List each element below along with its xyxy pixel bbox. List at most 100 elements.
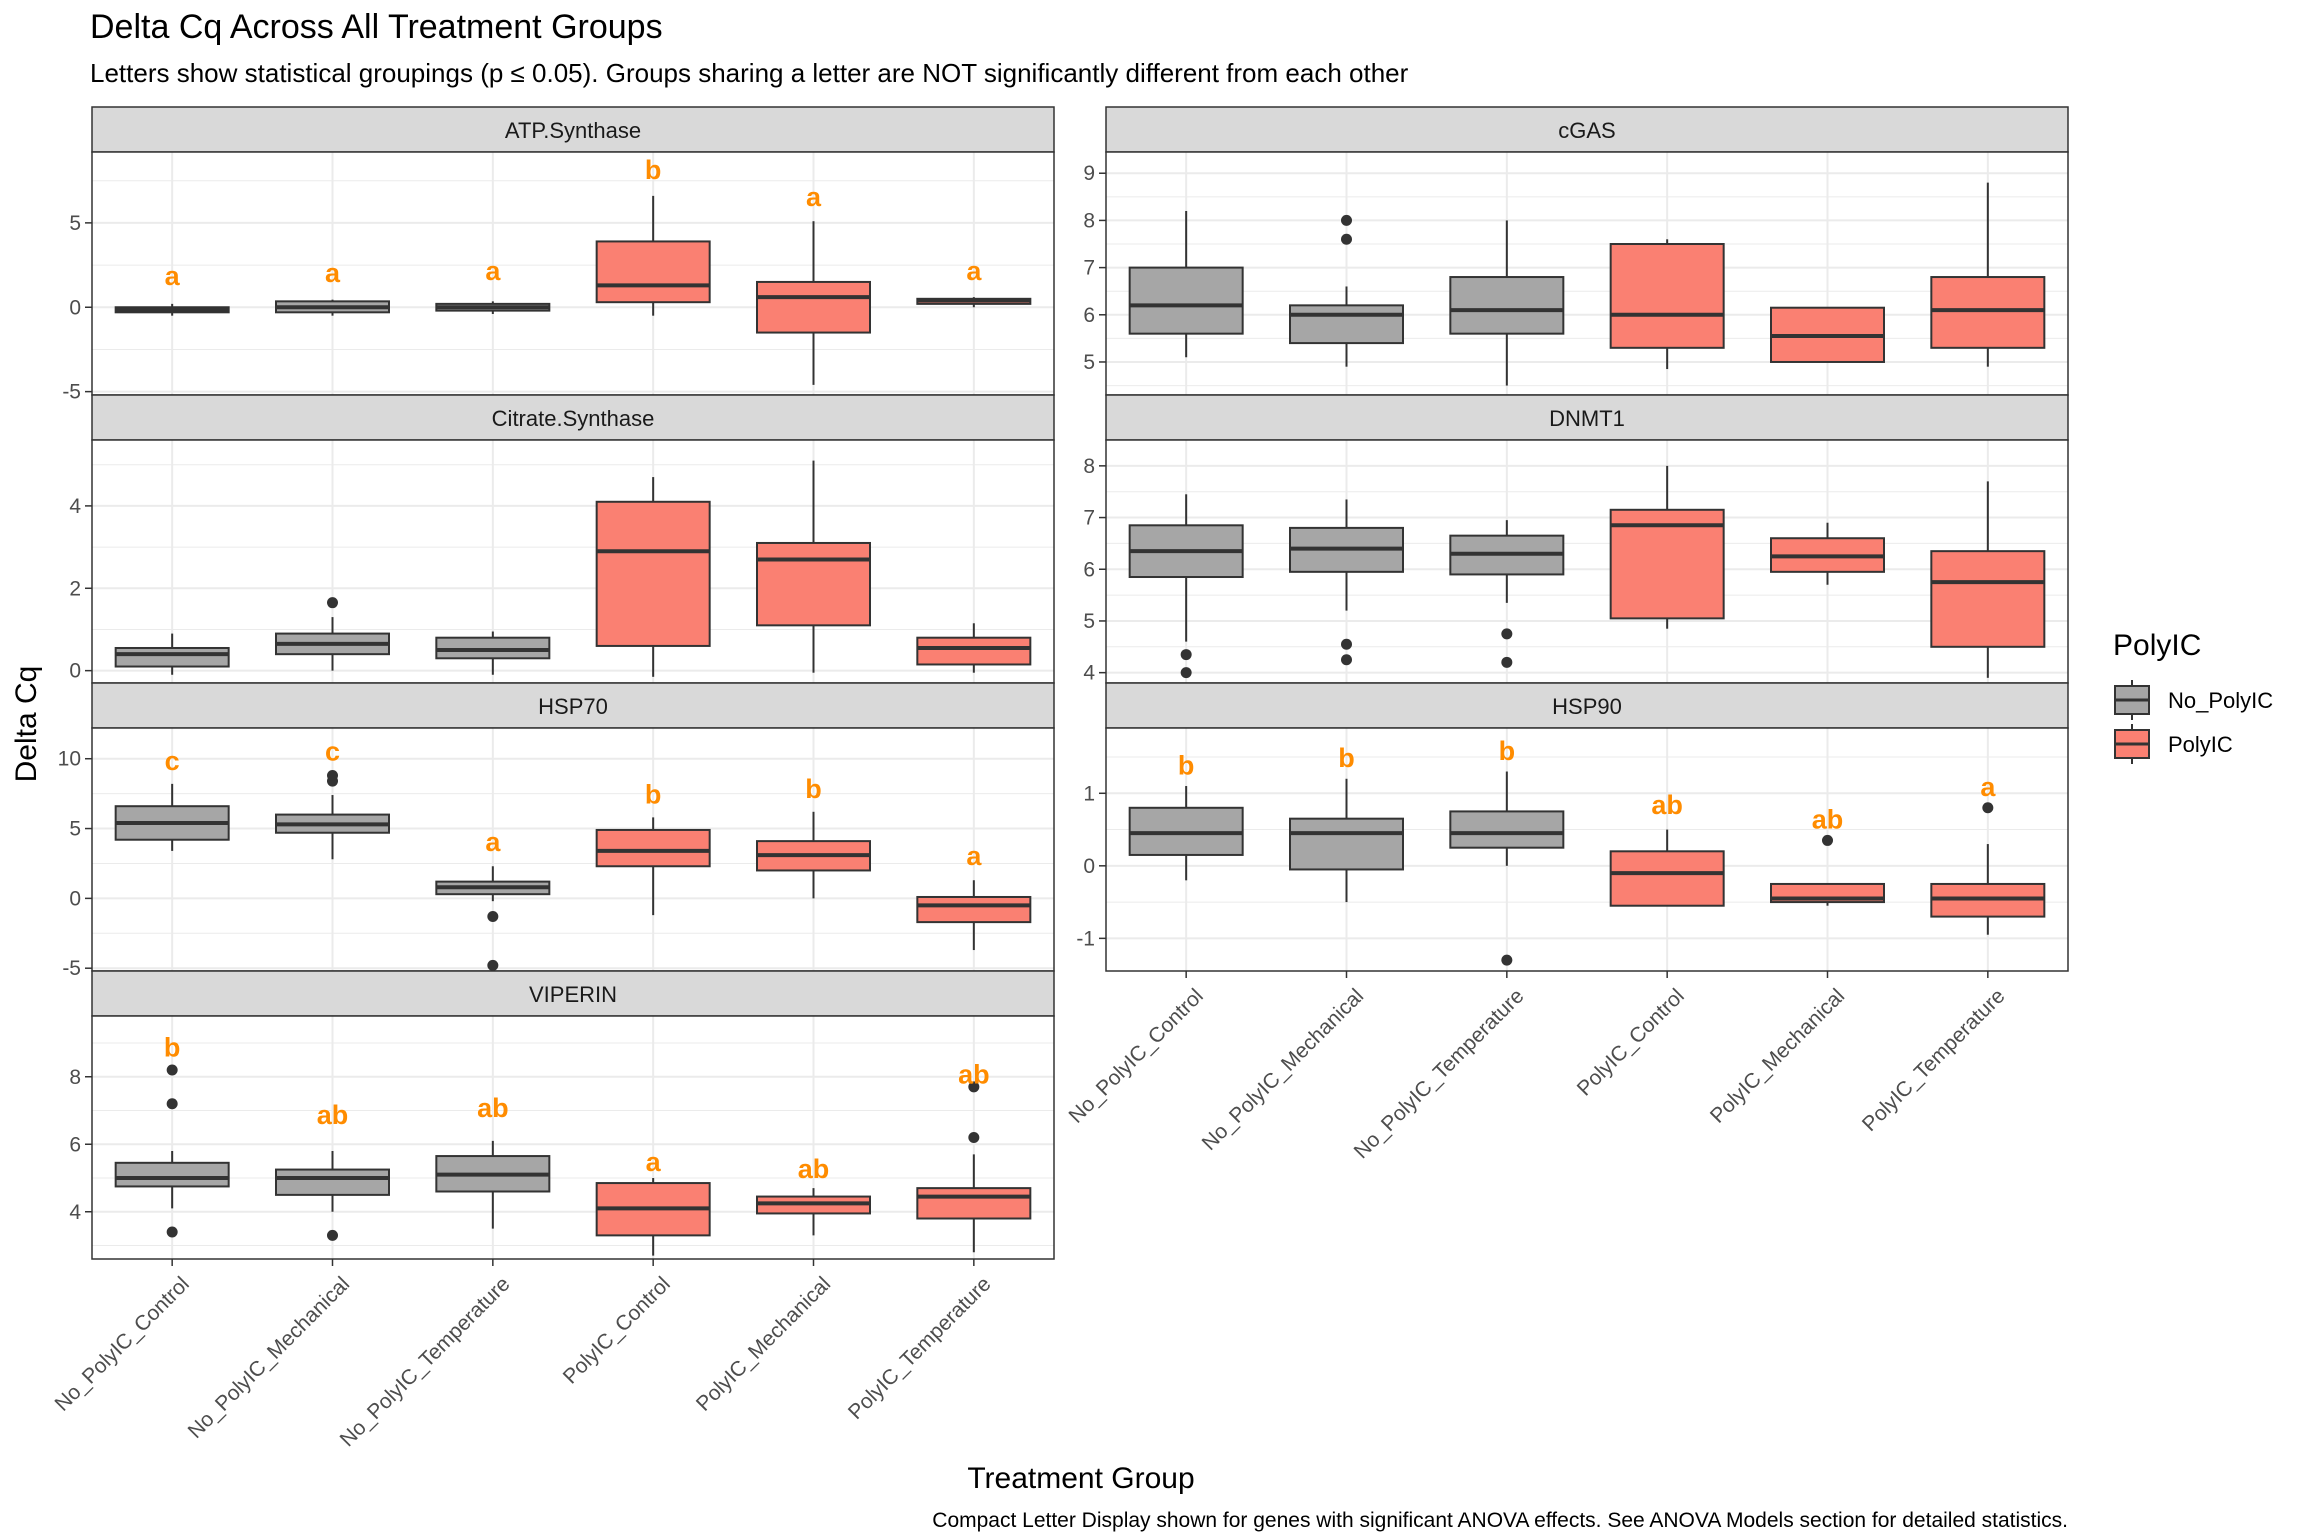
box-polyic-mechanical — [756, 1188, 871, 1236]
x-tick-label: PolyIC_Mechanical — [692, 1272, 835, 1415]
y-tick-label: 4 — [69, 1201, 81, 1224]
x-axis-title: Treatment Group — [967, 1462, 1194, 1495]
cld-letter: a — [485, 827, 501, 857]
cld-letter: a — [165, 261, 181, 291]
outlier-point — [1501, 628, 1513, 640]
iqr-box — [1930, 550, 2046, 648]
box-polyic-temperature — [916, 880, 1032, 951]
iqr-box — [916, 895, 1032, 924]
box-polyic-control — [595, 195, 711, 316]
chart-title: Delta Cq Across All Treatment Groups — [90, 8, 663, 46]
legend-item-polyic: PolyIC — [2114, 724, 2233, 764]
panel-background — [1106, 440, 2068, 683]
box-no-polyic-control — [114, 783, 230, 851]
outlier-point — [327, 769, 338, 781]
x-tick-label: No_PolyIC_Mechanical — [184, 1272, 355, 1443]
box-polyic-control — [1609, 239, 1725, 370]
iqr-box — [114, 1161, 230, 1188]
outlier-point — [1501, 656, 1513, 668]
panel-border — [1105, 727, 2069, 972]
y-tick-label: 0 — [69, 660, 81, 683]
cld-letter: b — [1178, 750, 1195, 780]
outlier-point — [487, 959, 499, 971]
iqr-box — [916, 1187, 1032, 1220]
box-no-polyic-temperature — [1449, 520, 1565, 668]
y-tick-label: -5 — [62, 957, 81, 980]
box-polyic-temperature — [1930, 481, 2046, 678]
y-tick-label: 4 — [1083, 662, 1095, 685]
box-no-polyic-temperature — [435, 301, 551, 314]
facet-label: VIPERIN — [529, 982, 617, 1007]
y-tick-label: 8 — [1083, 455, 1095, 478]
box-polyic-temperature — [916, 623, 1032, 673]
cld-letter: c — [325, 736, 340, 766]
box-no-polyic-temperature — [1449, 771, 1565, 966]
y-tick-label: -1 — [1076, 927, 1095, 950]
box-polyic-control — [595, 1178, 711, 1256]
x-tick-label: No_PolyIC_Control — [51, 1272, 194, 1415]
outlier-point — [166, 1226, 178, 1238]
iqr-box — [1128, 266, 1244, 335]
y-tick-label: 1 — [1083, 782, 1095, 805]
y-tick-label: 5 — [69, 212, 81, 235]
legend-label-no-polyic: No_PolyIC — [2168, 688, 2273, 713]
y-tick-label: 5 — [1083, 351, 1095, 374]
y-tick-label: 8 — [1083, 209, 1095, 232]
cld-letter: b — [645, 155, 662, 185]
box-no-polyic-temperature — [435, 866, 551, 971]
x-tick-label: PolyIC_Control — [1573, 984, 1689, 1100]
cld-letter: b — [1338, 743, 1355, 773]
cld-letter: ab — [958, 1059, 990, 1089]
y-tick-label: 4 — [69, 495, 81, 518]
iqr-box — [1449, 810, 1565, 849]
box-no-polyic-mechanical — [275, 769, 390, 860]
iqr-box — [756, 541, 871, 627]
outlier-point — [166, 1064, 178, 1076]
y-tick-label: 6 — [1083, 304, 1095, 327]
x-tick-label: PolyIC_Control — [559, 1272, 675, 1388]
outlier-point — [1341, 654, 1352, 666]
box-polyic-mechanical — [1770, 834, 1885, 906]
x-tick-label: PolyIC_Temperature — [844, 1272, 996, 1424]
legend: PolyIC No_PolyIC PolyIC — [2113, 629, 2273, 764]
box-polyic-mechanical — [756, 811, 871, 899]
cld-letter: ab — [1812, 805, 1844, 835]
cld-letter: c — [165, 746, 180, 776]
box-polyic-temperature — [1930, 182, 2046, 367]
box-no-polyic-temperature — [435, 631, 551, 675]
outlier-point — [1501, 954, 1513, 966]
facet-label: cGAS — [1558, 118, 1615, 143]
y-tick-label: 7 — [1083, 507, 1095, 530]
chart-caption: Compact Letter Display shown for genes w… — [932, 1509, 2068, 1532]
facet-label: HSP70 — [538, 694, 608, 719]
cld-letter: b — [645, 780, 662, 810]
cld-letter: a — [966, 841, 982, 871]
outlier-point — [1341, 638, 1352, 650]
cld-letter: b — [1499, 736, 1516, 766]
y-tick-label: 6 — [1083, 558, 1095, 581]
box-no-polyic-control — [114, 1064, 230, 1238]
box-polyic-mechanical — [1770, 306, 1885, 363]
x-tick-label: PolyIC_Temperature — [1858, 984, 2010, 1136]
box-polyic-control — [1609, 465, 1725, 629]
box-polyic-control — [1609, 829, 1725, 907]
box-no-polyic-control — [114, 303, 230, 316]
box-no-polyic-control — [114, 633, 230, 675]
box-polyic-mechanical — [756, 221, 871, 385]
cld-letter: a — [485, 256, 501, 286]
cld-letter: b — [164, 1032, 181, 1062]
y-tick-label: 0 — [69, 296, 81, 319]
outlier-point — [1982, 802, 1994, 814]
box-no-polyic-mechanical — [275, 1151, 390, 1241]
iqr-box — [1609, 508, 1725, 620]
outlier-point — [327, 597, 338, 609]
iqr-box — [595, 828, 711, 868]
iqr-box — [1930, 276, 2046, 349]
panel-background — [92, 728, 1054, 971]
